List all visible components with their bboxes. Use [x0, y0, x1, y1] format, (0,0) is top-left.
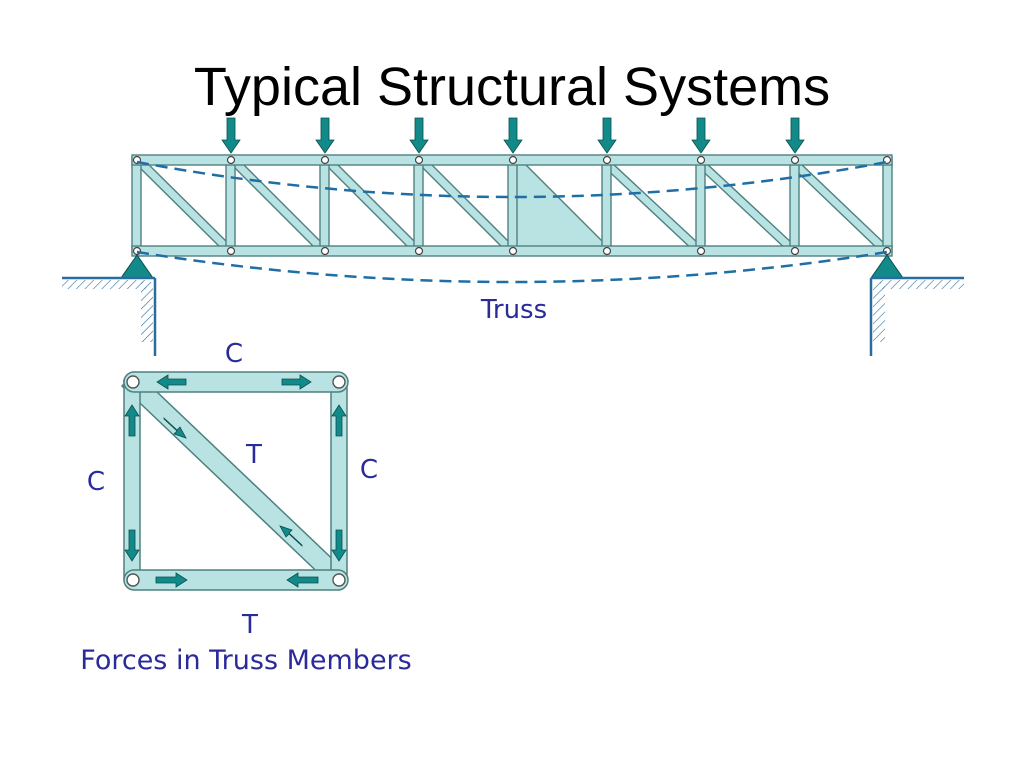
force-diagram-pins — [126, 375, 346, 587]
truss-joints — [132, 155, 892, 256]
left-support — [62, 254, 157, 356]
truss-diagram: Truss — [62, 117, 964, 356]
diagonal-member-label: T — [245, 440, 262, 470]
top-member-label: C — [225, 339, 243, 369]
truss-label: Truss — [480, 295, 547, 325]
diagonal-member — [120, 370, 346, 586]
bottom-member-label: T — [241, 610, 258, 640]
force-diagram: C T C C T Forces in Truss Members — [80, 339, 411, 676]
force-arrows — [124, 374, 347, 588]
load-arrows — [221, 117, 805, 154]
force-diagram-caption: Forces in Truss Members — [80, 645, 411, 676]
left-member-label: C — [87, 467, 105, 497]
slide-title: Typical Structural Systems — [193, 57, 831, 117]
right-member-label: C — [360, 455, 378, 485]
bottom-member — [123, 569, 349, 591]
right-support — [869, 254, 964, 356]
top-member — [123, 371, 349, 393]
